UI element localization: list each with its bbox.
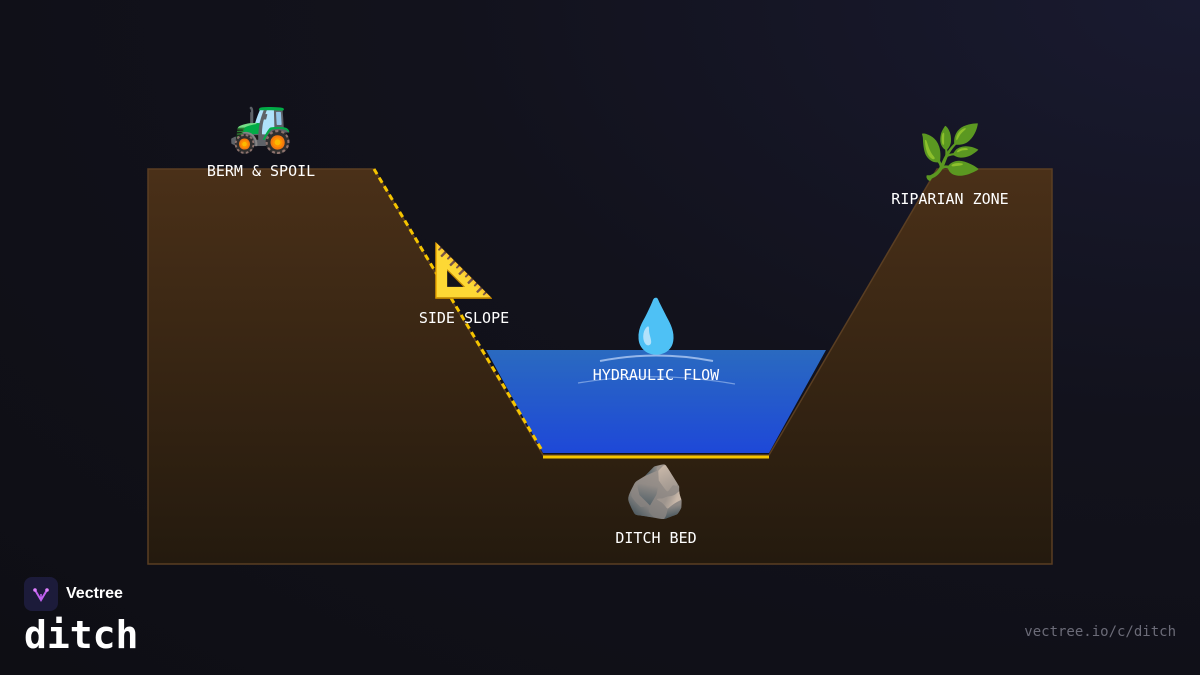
page-title: ditch <box>24 613 139 657</box>
rock-icon: 🪨 <box>624 462 689 522</box>
side-slope-line <box>372 168 545 453</box>
ditch-bed-label: DITCH BED <box>615 529 696 547</box>
tractor-icon: 🚜 <box>229 96 294 156</box>
side-slope-label: SIDE SLOPE <box>419 309 509 327</box>
riparian-label: RIPARIAN ZONE <box>891 190 1008 208</box>
flow-arc-upper <box>599 354 714 362</box>
water-channel <box>486 350 826 453</box>
water-drop-icon: 💧 <box>624 296 689 357</box>
brand-block: Vectree ditch <box>24 577 324 667</box>
brand-row: Vectree <box>24 577 324 611</box>
triangle-ruler-icon: 📐 <box>432 240 497 301</box>
berm-label: BERM & SPOIL <box>207 162 315 180</box>
vectree-logo-icon <box>24 577 58 611</box>
hydraulic-flow-label: HYDRAULIC FLOW <box>593 366 720 384</box>
brand-name: Vectree <box>66 585 123 602</box>
source-url: vectree.io/c/ditch <box>1024 624 1176 640</box>
flow-arc-lower <box>577 376 736 385</box>
herb-icon: 🌿 <box>918 122 983 183</box>
